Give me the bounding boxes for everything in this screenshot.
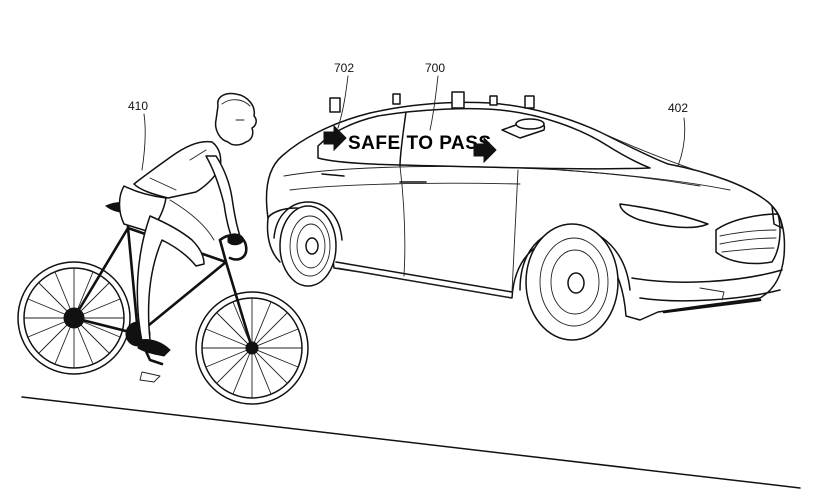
front-bumper (631, 269, 783, 283)
door-seam (399, 165, 406, 277)
arrow-right-icon (323, 124, 347, 152)
roof-camera (515, 118, 545, 130)
bicycle-front-wheel (195, 291, 309, 405)
cyclist (118, 92, 257, 383)
ground-line (21, 396, 801, 489)
cyclist-leg (136, 215, 205, 343)
arrow-right-icon (473, 136, 497, 164)
vehicle: SAFE TO PASS (265, 91, 786, 341)
window-display: SAFE TO PASS (323, 124, 497, 164)
b-pillar (399, 111, 407, 167)
headlight-right (771, 205, 783, 229)
bicycle (17, 202, 309, 405)
bicycle-frame (72, 226, 254, 350)
roof-sensors (329, 91, 545, 130)
front-wheel (525, 223, 619, 341)
label-roof-display: 702 (334, 61, 354, 75)
headlight (619, 203, 709, 229)
cyclist-head (214, 92, 257, 146)
cyclist-shoe (137, 339, 171, 357)
cyclist-torso (133, 140, 222, 199)
cyclist-hand (227, 233, 245, 246)
rear-wheel (279, 205, 337, 287)
grille (715, 213, 781, 265)
reference-labels: 410 702 700 402 (128, 61, 688, 171)
label-message-system: 700 (425, 61, 445, 75)
rear-wheel-arch (273, 201, 343, 241)
label-bicyclist: 410 (128, 99, 148, 113)
vehicle-sill (335, 261, 513, 293)
sign-message: SAFE TO PASS (348, 133, 492, 154)
bicycle-rear-wheel (17, 261, 131, 375)
leader-bicyclist (141, 113, 146, 171)
rear-bumper (266, 217, 281, 263)
label-vehicle: 402 (668, 101, 688, 115)
leader-vehicle (677, 117, 686, 167)
door-handle-rear (321, 173, 345, 177)
leader-message-system (429, 75, 439, 131)
side-window (317, 107, 651, 170)
leader-roof-display (337, 75, 349, 129)
